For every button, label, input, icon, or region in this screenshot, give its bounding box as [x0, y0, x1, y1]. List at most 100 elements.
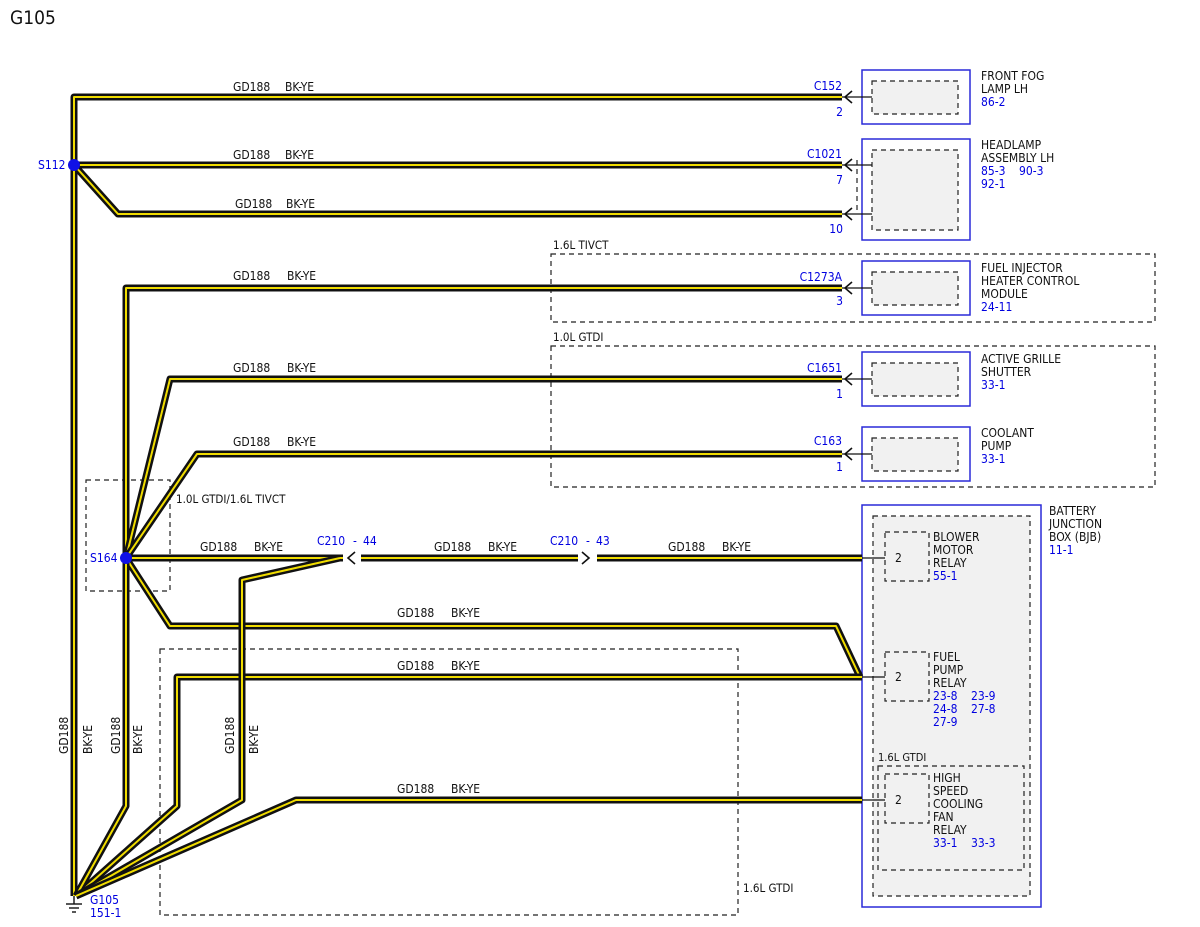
- fuelpump-pin: 2: [895, 670, 902, 684]
- label-circuit: GD188: [233, 435, 270, 449]
- c1021-7-symbol: [843, 158, 853, 172]
- fuelpump-name-2: PUMP: [933, 663, 964, 677]
- headlamp-ref-2: 90-3: [1019, 164, 1044, 178]
- blower-name-1: BLOWER: [933, 530, 980, 544]
- injector-ref: 24-11: [981, 300, 1012, 314]
- blower-relay-pin-box: [884, 531, 930, 582]
- option-label-16-tivct: 1.6L TIVCT: [553, 238, 609, 252]
- ground-name: G105: [90, 893, 119, 907]
- c210-b-pin: 43: [596, 534, 610, 548]
- fan-name-4: FAN: [933, 810, 954, 824]
- fan-relay-pin-box: [884, 773, 930, 824]
- grille-inner: [871, 362, 959, 397]
- c1273a-symbol: [843, 281, 853, 295]
- label-color: BK-YE: [722, 540, 751, 554]
- coolant-name-2: PUMP: [981, 439, 1012, 453]
- label-color: BK-YE: [488, 540, 517, 554]
- fog-name-2: LAMP LH: [981, 82, 1028, 96]
- injector-name-1: FUEL INJECTOR: [981, 261, 1063, 275]
- coolant-ref: 33-1: [981, 452, 1006, 466]
- c163-symbol: [843, 447, 853, 461]
- option-label-10-gtdi: 1.0L GTDI: [553, 330, 603, 344]
- headlamp-ref-1: 85-3: [981, 164, 1006, 178]
- connector-leads: [842, 96, 885, 801]
- option-label-gtdi-tivct: 1.0L GTDI/1.6L TIVCT: [176, 492, 286, 506]
- c210-a-pin: 44: [363, 534, 377, 548]
- connector-symbols: [346, 90, 853, 565]
- label-circuit: GD188: [109, 717, 123, 754]
- blower-ref: 55-1: [933, 569, 958, 583]
- fuelpump-relay-pin-box: [884, 651, 930, 702]
- fuelpump-ref-4: 27-8: [971, 702, 996, 716]
- fan-name-3: COOLING: [933, 797, 983, 811]
- c152-name: C152: [814, 79, 842, 93]
- fuelpump-name-1: FUEL: [933, 650, 960, 664]
- grille-ref: 33-1: [981, 378, 1006, 392]
- headlamp-inner: [871, 149, 959, 231]
- c1651-pin: 1: [836, 387, 843, 401]
- label-circuit: GD188: [57, 717, 71, 754]
- splice-s112-label: S112: [38, 158, 65, 172]
- bjb-name-3: BOX (BJB): [1049, 530, 1101, 544]
- label-circuit: GD188: [397, 606, 434, 620]
- wire-headlamp-10: [71, 162, 842, 218]
- vertical-wire-labels: GD188 BK-YE GD188 BK-YE GD188 BK-YE: [57, 717, 261, 754]
- option-label-16-gtdi: 1.6L GTDI: [743, 881, 793, 895]
- fuelpump-name-3: RELAY: [933, 676, 967, 690]
- coolant-name-1: COOLANT: [981, 426, 1034, 440]
- label-circuit: GD188: [434, 540, 471, 554]
- splice-s112: [68, 159, 80, 171]
- fan-name-2: SPEED: [933, 784, 968, 798]
- c1021-10-symbol: [843, 207, 853, 221]
- label-color: BK-YE: [131, 725, 145, 754]
- fan-ref-2: 33-3: [971, 836, 996, 850]
- wire-grille: [122, 375, 842, 559]
- c210-44-symbol: [346, 551, 356, 565]
- option-regions: 1.6L TIVCT 1.0L GTDI 1.0L GTDI/1.6L TIVC…: [85, 238, 1156, 916]
- c1651-name: C1651: [807, 361, 842, 375]
- label-color: BK-YE: [451, 606, 480, 620]
- c210-43-symbol: [581, 551, 591, 565]
- fan-option-box: [877, 765, 1025, 871]
- injector-name-3: MODULE: [981, 287, 1028, 301]
- c210-b-name: C210: [550, 534, 578, 548]
- fuelpump-ref-2: 23-9: [971, 689, 996, 703]
- wire-fog: [70, 93, 842, 165]
- label-circuit: GD188: [200, 540, 237, 554]
- blower-pin: 2: [895, 551, 902, 565]
- c210-a-name: C210: [317, 534, 345, 548]
- injector-inner: [871, 271, 959, 306]
- ground-ref: 151-1: [90, 906, 121, 920]
- c210-a-sep: -: [353, 534, 357, 548]
- connector-labels: C152 2 C1021 7 10 C1273A 3 C1651 1 C163 …: [317, 79, 843, 548]
- option-box-16-gtdi: [159, 648, 739, 916]
- headlamp-name-2: ASSEMBLY LH: [981, 151, 1054, 165]
- label-circuit: GD188: [233, 269, 270, 283]
- c152-pin: 2: [836, 105, 843, 119]
- label-color: BK-YE: [247, 725, 261, 754]
- label-color: BK-YE: [451, 782, 480, 796]
- label-circuit: GD188: [235, 197, 272, 211]
- label-color: BK-YE: [81, 725, 95, 754]
- blower-name-3: RELAY: [933, 556, 967, 570]
- wire-fuelpump-a: [123, 556, 864, 679]
- label-circuit: GD188: [233, 80, 270, 94]
- fuelpump-ref-1: 23-8: [933, 689, 958, 703]
- page-title: G105: [10, 7, 56, 29]
- label-circuit: GD188: [233, 361, 270, 375]
- fog-name-1: FRONT FOG: [981, 69, 1044, 83]
- bjb-inner: [872, 515, 1031, 897]
- label-circuit: GD188: [223, 717, 237, 754]
- wire-injector: [122, 284, 842, 558]
- fuelpump-ref-3: 24-8: [933, 702, 958, 716]
- ground-icon: [66, 896, 82, 913]
- fan-ref-1: 33-1: [933, 836, 958, 850]
- label-circuit: GD188: [233, 148, 270, 162]
- label-circuit: GD188: [397, 659, 434, 673]
- c1273a-pin: 3: [836, 294, 843, 308]
- label-circuit: GD188: [397, 782, 434, 796]
- label-color: BK-YE: [287, 435, 316, 449]
- grille-name-1: ACTIVE GRILLE: [981, 352, 1061, 366]
- component-labels: FRONT FOG LAMP LH 86-2 HEADLAMP ASSEMBLY…: [895, 69, 1102, 850]
